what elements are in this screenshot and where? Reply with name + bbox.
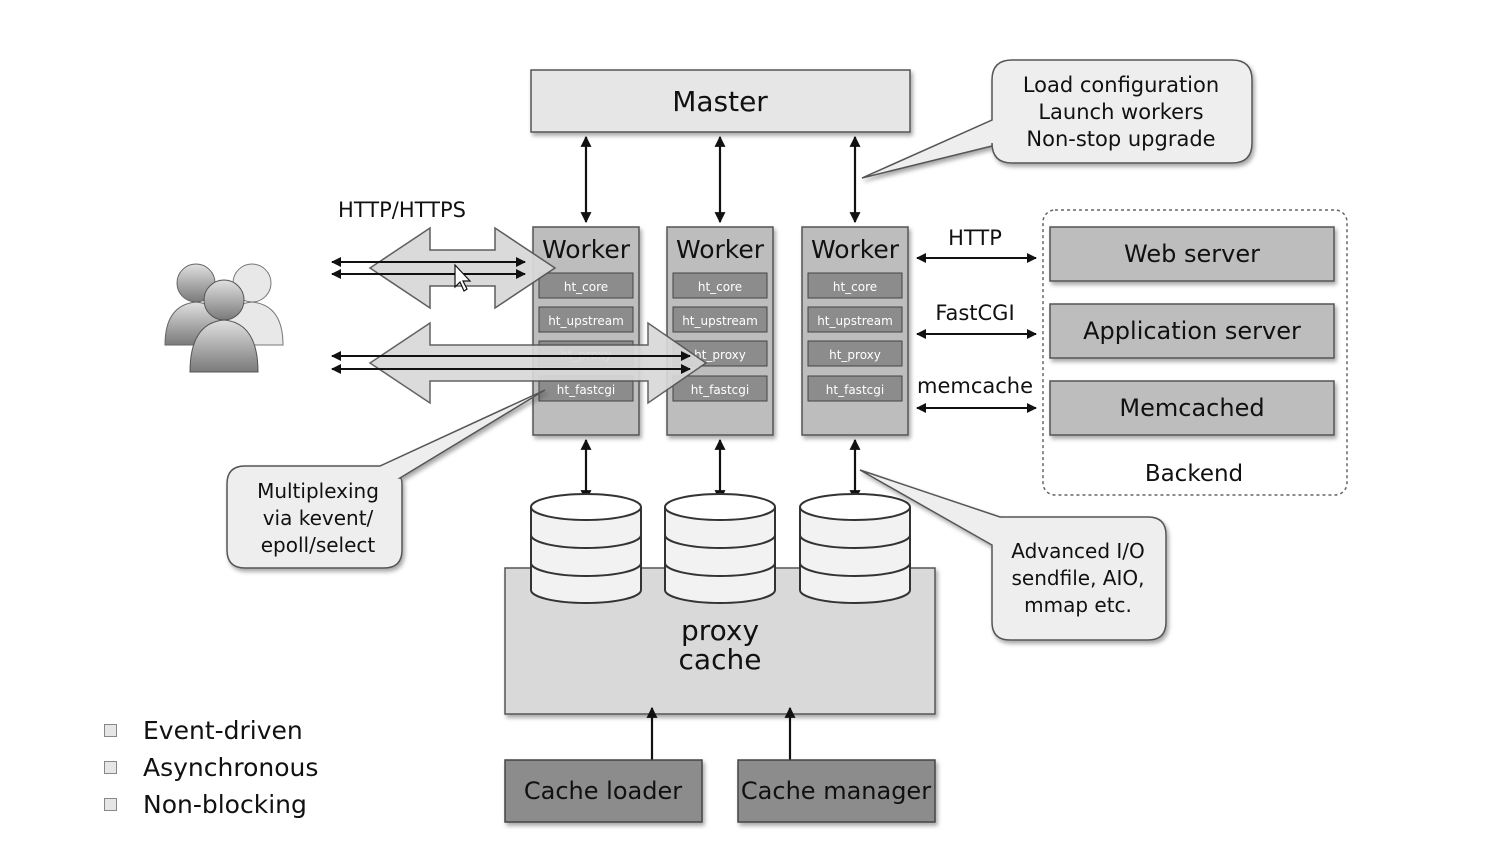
worker-2: Worker ht_core ht_upstream ht_proxy ht_f… [666,226,774,436]
multiplex-callout: Multiplexing via kevent/ epoll/select [226,389,546,569]
module-label: ht_upstream [548,314,624,328]
module-label: ht_proxy [829,348,881,362]
feature-list: Event-driven Asynchronous Non-blocking [104,712,318,823]
bullet-square-icon [104,761,117,774]
backend-protocol-label: HTTP [948,226,1002,250]
master-callout: Load configuration Launch workers Non-st… [861,59,1253,179]
backend-group: Web server Application server Memcached … [1042,209,1348,496]
disk-stack-icon [664,493,776,604]
mouse-pointer-icon [454,263,472,292]
master-label: Master [672,85,768,118]
feature-label: Asynchronous [143,753,319,782]
bullet-square-icon [104,798,117,811]
master-box: Master [530,69,911,133]
backend-protocol-label: memcache [917,374,1033,398]
callout-line: Multiplexing [257,479,379,503]
backend-server-label: Application server [1083,317,1301,345]
proxy-cache-label: cache [679,643,762,676]
bullet-square-icon [104,724,117,737]
worker-cache-arrows [580,438,861,502]
worker-1: Worker ht_core ht_upstream ht_proxy ht_f… [532,226,640,436]
io-callout: Advanced I/O sendfile, AIO, mmap etc. [859,469,1167,641]
callout-line: mmap etc. [1024,593,1132,617]
module-label: ht_proxy [694,348,746,362]
client-connection-arrows [331,226,708,405]
client-protocol-label: HTTP/HTTPS [338,198,466,222]
worker-title: Worker [542,235,631,264]
feature-item: Non-blocking [104,786,318,823]
callout-line: via kevent/ [263,506,374,530]
proxy-cache-label: proxy [681,614,759,647]
module-label: ht_core [698,280,742,294]
feature-label: Event-driven [143,716,303,745]
disk-stack-icon [799,493,911,604]
module-label: ht_fastcgi [826,383,884,397]
module-label: ht_fastcgi [691,383,749,397]
module-label: ht_core [564,280,608,294]
feature-item: Event-driven [104,712,318,749]
worker-title: Worker [811,235,900,264]
backend-server-label: Memcached [1119,394,1264,422]
callout-line: epoll/select [261,533,376,557]
callout-line: Non-stop upgrade [1026,127,1215,151]
callout-line: Advanced I/O [1011,539,1145,563]
callout-line: sendfile, AIO, [1012,566,1145,590]
module-label: ht_core [833,280,877,294]
backend-label: Backend [1145,461,1243,487]
callout-line: Launch workers [1038,100,1203,124]
module-label: ht_upstream [682,314,758,328]
module-label: ht_fastcgi [557,383,615,397]
users-group-icon [164,263,284,373]
cache-manager-label: Cache manager [741,777,931,805]
worker-title: Worker [676,235,765,264]
backend-server-label: Web server [1124,240,1260,268]
backend-protocol-label: FastCGI [935,301,1014,325]
cache-loader-box: Cache loader [504,759,703,823]
module-label: ht_upstream [817,314,893,328]
master-worker-arrows [580,135,861,224]
disk-stack-icon [530,493,642,604]
feature-item: Asynchronous [104,749,318,786]
cache-manager-box: Cache manager [737,759,936,823]
cache-loader-label: Cache loader [524,777,682,805]
feature-label: Non-blocking [143,790,307,819]
worker-3: Worker ht_core ht_upstream ht_proxy ht_f… [801,226,909,436]
callout-line: Load configuration [1023,73,1219,97]
backend-arrows [916,253,1037,413]
